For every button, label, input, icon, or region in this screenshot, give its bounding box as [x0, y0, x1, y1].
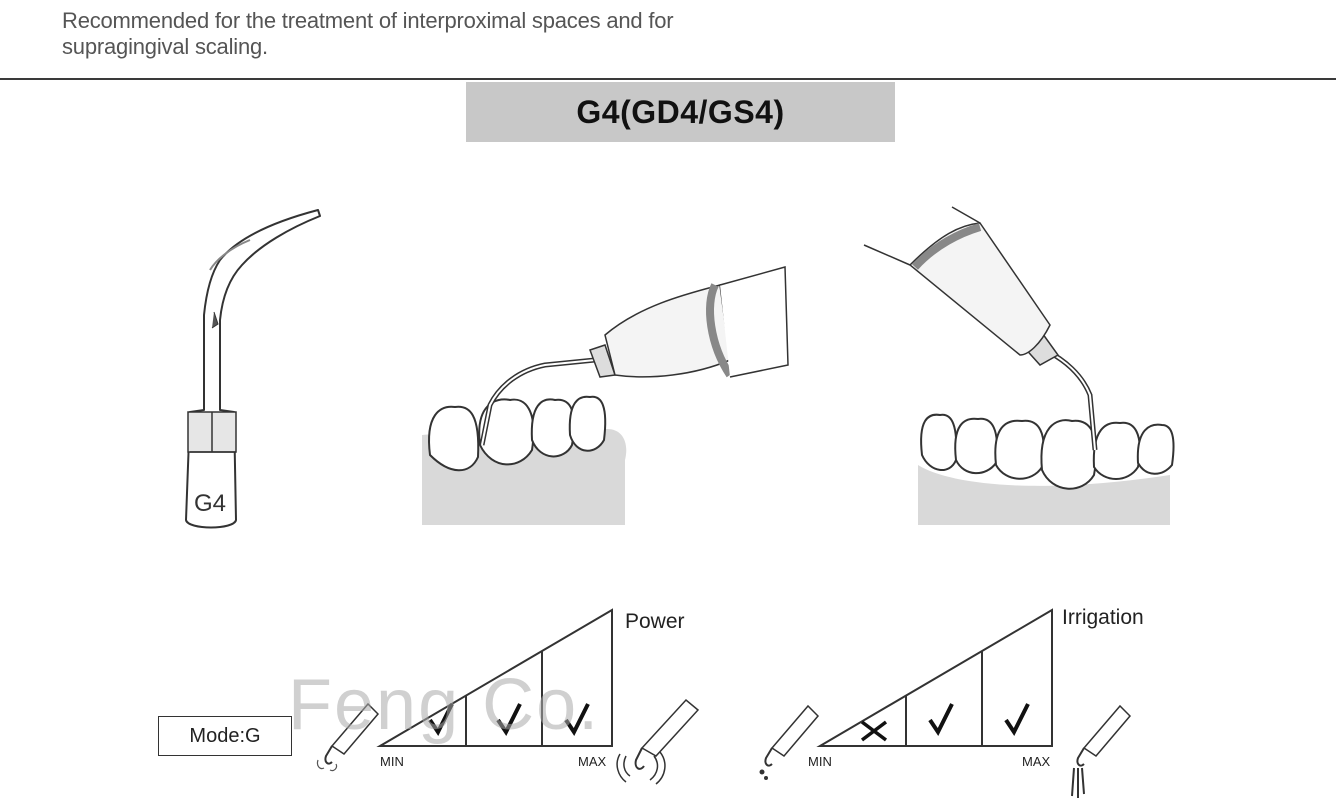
usage-illustration-front — [422, 266, 789, 525]
power-level-2-check-icon — [496, 703, 522, 736]
title-banner: G4(GD4/GS4) — [466, 82, 895, 142]
irrigation-max-label: MAX — [1022, 754, 1051, 769]
irrigation-min-label: MIN — [808, 754, 832, 769]
mode-indicator: Mode:G — [158, 716, 292, 756]
handpiece-min-power-icon — [316, 702, 380, 772]
intro-text: Recommended for the treatment of interpr… — [62, 8, 822, 60]
handpiece-max-irrigation-icon — [1071, 704, 1132, 798]
irrigation-level-1-cross-icon — [860, 720, 888, 742]
mode-label: Mode:G — [189, 724, 261, 747]
power-label: Power — [625, 610, 685, 633]
page-title: G4(GD4/GS4) — [576, 93, 785, 130]
power-min-label: MIN — [380, 754, 404, 769]
irrigation-chart — [816, 608, 1053, 747]
power-chart — [376, 608, 613, 747]
intro-line-2: supragingival scaling. — [62, 34, 268, 59]
power-level-3-check-icon — [564, 703, 590, 736]
power-max-label: MAX — [578, 754, 607, 769]
handpiece-max-power-icon — [616, 698, 700, 785]
scaler-tip-illustration — [185, 209, 321, 529]
handpiece-min-irrigation-icon — [759, 704, 820, 780]
header-divider — [0, 78, 1336, 80]
irrigation-level-3-check-icon — [1004, 703, 1030, 736]
usage-illustration-side — [863, 206, 1175, 525]
irrigation-level-2-check-icon — [928, 703, 954, 736]
power-level-1-check-icon — [428, 703, 454, 736]
intro-line-1: Recommended for the treatment of interpr… — [62, 8, 674, 33]
irrigation-label: Irrigation — [1062, 606, 1144, 629]
tip-label: G4 — [194, 490, 227, 517]
